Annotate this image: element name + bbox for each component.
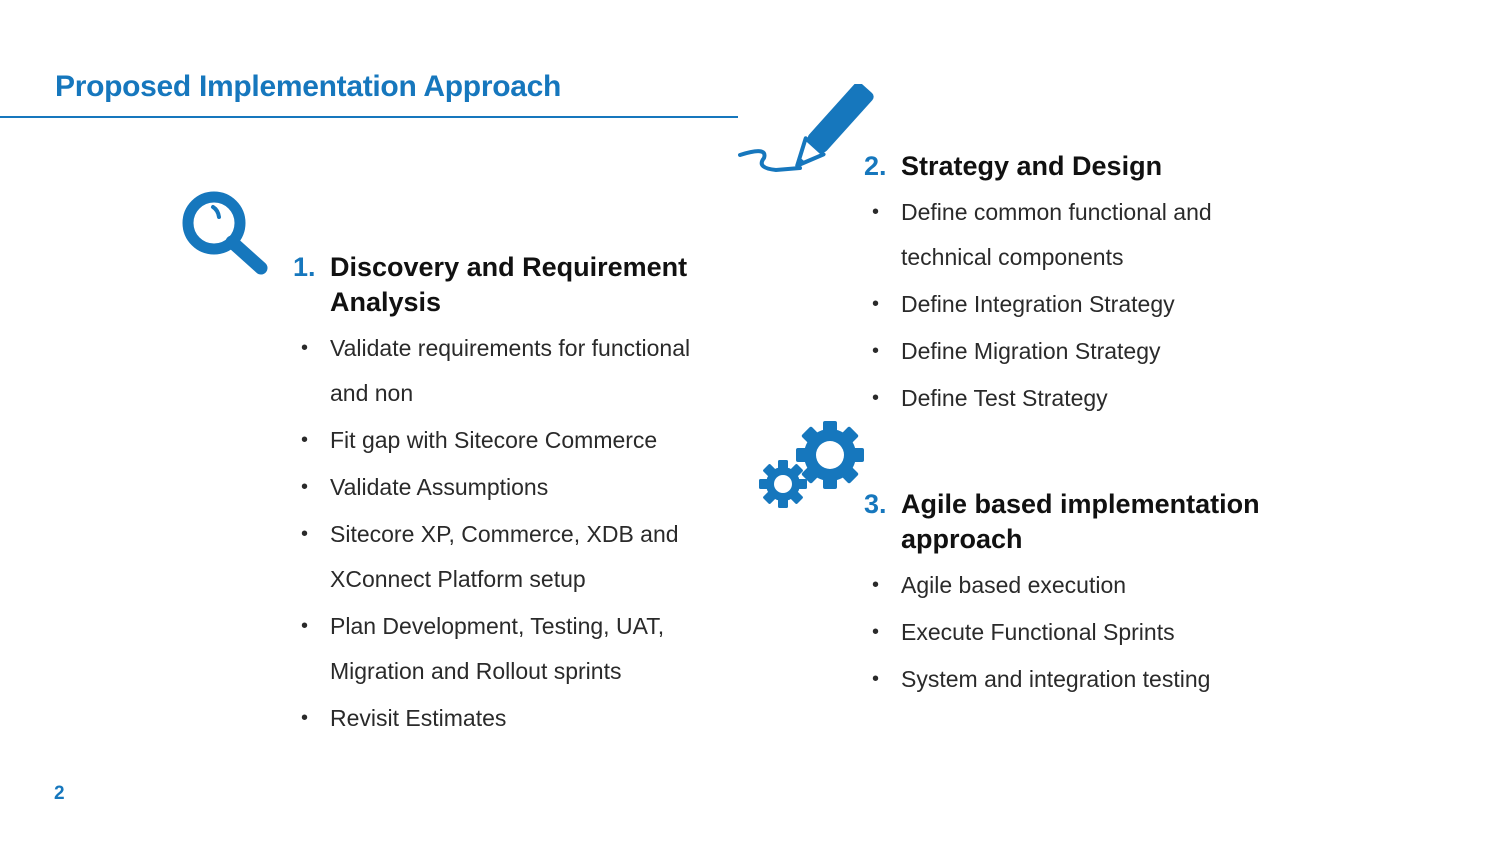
bullet-list: • Define common functional and technical … [864, 190, 1264, 421]
list-item-text: Define Integration Strategy [901, 291, 1175, 317]
list-item: • Define Integration Strategy [864, 282, 1264, 327]
section-title: Strategy and Design [901, 151, 1163, 181]
list-item-text: System and integration testing [901, 666, 1211, 692]
list-item: • Execute Functional Sprints [864, 610, 1284, 655]
bullet-dot: • [872, 201, 880, 223]
bullet-dot: • [872, 340, 880, 362]
slide-title: Proposed Implementation Approach [55, 70, 562, 103]
list-item: • Validate requirements for functional an… [293, 326, 733, 416]
section-heading: 2. Strategy and Design [864, 149, 1264, 184]
bullet-list: • Validate requirements for functional an… [293, 326, 733, 741]
page-number: 2 [54, 783, 65, 804]
magnifier-icon [182, 191, 268, 275]
gears-icon [759, 421, 864, 508]
section-strategy: 2. Strategy and Design • Define common fu… [864, 149, 1264, 423]
section-number: 1. [293, 252, 316, 282]
list-item: • Validate Assumptions [293, 465, 733, 510]
list-item-text: Fit gap with Sitecore Commerce [330, 427, 658, 453]
pencil-icon [738, 84, 874, 173]
bullet-dot: • [872, 668, 880, 690]
section-heading: 1. Discovery and Requirement Analysis [293, 250, 733, 320]
section-number: 3. [864, 489, 887, 519]
list-item-text: Validate requirements for functional and… [330, 335, 691, 406]
list-item: • Define common functional and technical … [864, 190, 1264, 280]
bullet-dot: • [872, 387, 880, 409]
bullet-dot: • [872, 621, 880, 643]
bullet-dot: • [301, 476, 309, 498]
bullet-dot: • [301, 429, 309, 451]
section-heading: 3. Agile based implementation approach [864, 487, 1284, 557]
list-item: • Define Migration Strategy [864, 329, 1264, 374]
list-item-text: Revisit Estimates [330, 705, 507, 731]
list-item-text: Define Migration Strategy [901, 338, 1161, 364]
list-item: • Revisit Estimates [293, 696, 733, 741]
section-title: Agile based implementation approach [901, 489, 1260, 554]
section-agile: 3. Agile based implementation approach •… [864, 487, 1284, 704]
bullet-dot: • [301, 523, 309, 545]
list-item-text: Plan Development, Testing, UAT, Migratio… [330, 613, 665, 684]
list-item: • Agile based execution [864, 563, 1284, 608]
list-item-text: Sitecore XP, Commerce, XDB and XConnect … [330, 521, 679, 592]
list-item: • Sitecore XP, Commerce, XDB and XConnect… [293, 512, 733, 602]
section-number: 2. [864, 151, 887, 181]
list-item: • Define Test Strategy [864, 376, 1264, 421]
list-item: • Fit gap with Sitecore Commerce [293, 418, 733, 463]
section-title: Discovery and Requirement Analysis [330, 252, 688, 317]
bullet-dot: • [872, 574, 880, 596]
bullet-dot: • [301, 337, 309, 359]
list-item-text: Define Test Strategy [901, 385, 1108, 411]
list-item: • Plan Development, Testing, UAT, Migrati… [293, 604, 733, 694]
list-item-text: Define common functional and technical c… [901, 199, 1212, 270]
list-item-text: Validate Assumptions [330, 474, 549, 500]
bullet-list: • Agile based execution • Execute Function… [864, 563, 1284, 702]
list-item-text: Execute Functional Sprints [901, 619, 1175, 645]
list-item-text: Agile based execution [901, 572, 1127, 598]
section-discovery: 1. Discovery and Requirement Analysis • V… [293, 250, 733, 743]
bullet-dot: • [301, 615, 309, 637]
bullet-dot: • [301, 707, 309, 729]
title-rule [0, 116, 738, 118]
list-item: • System and integration testing [864, 657, 1284, 702]
bullet-dot: • [872, 293, 880, 315]
